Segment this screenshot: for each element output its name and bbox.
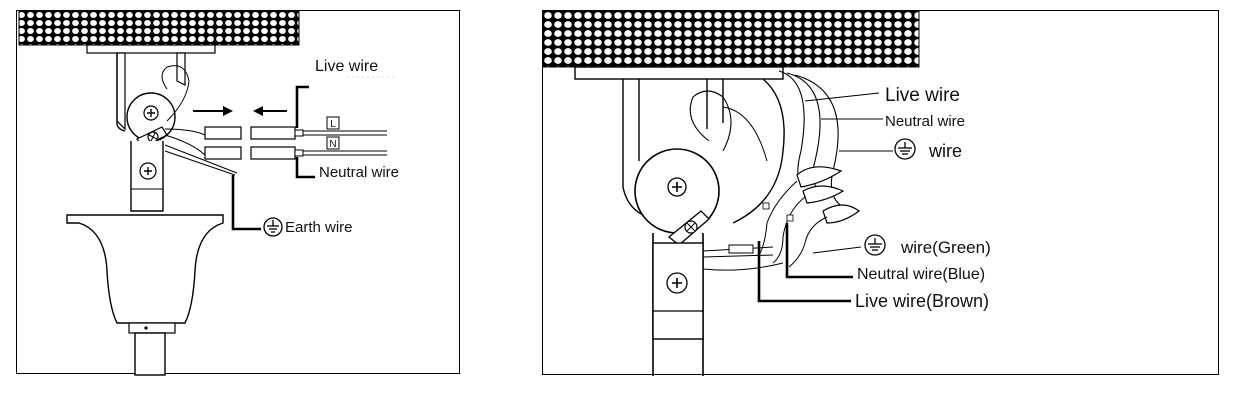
- connector-neutral-a: [204, 146, 242, 160]
- terminal-n-box: [326, 136, 340, 150]
- green-wire-label: wire(Green): [900, 238, 991, 257]
- terminal-l-box: [326, 116, 340, 130]
- ceiling-plate-right: [542, 10, 920, 68]
- wire-nut-2: [802, 185, 845, 204]
- mounting-plate-right: [574, 66, 784, 80]
- lower-connector: [728, 244, 754, 254]
- earth-wire-leader: [231, 175, 261, 231]
- ground-symbol-icon-top: [894, 138, 916, 160]
- right-neutral-wire-label: Neutral wire: [885, 113, 965, 130]
- right-earth-wire-label: wire: [928, 141, 962, 161]
- left-live-wire-label: Live wire: [315, 58, 378, 75]
- ground-symbol-icon-green: [864, 234, 886, 256]
- blue-wire-leader: [785, 223, 853, 279]
- blue-wire-label: Neutral wire(Blue): [857, 266, 985, 283]
- right-wiring-diagram: Live wire Neutral wire wire wire(Green) …: [542, 10, 991, 376]
- terminal-n-label: N: [329, 139, 336, 150]
- ceiling-plate: [18, 10, 300, 46]
- connector-neutral-b: [250, 146, 296, 160]
- green-wire-leader: [812, 246, 862, 254]
- shade-collar: [128, 322, 176, 334]
- arrow-icon-right: [193, 106, 233, 116]
- right-live-wire-label: Live wire: [885, 85, 960, 106]
- lower-stem: [134, 332, 166, 376]
- left-neutral-wire-label: Neutral wire: [319, 164, 399, 181]
- brown-wire-label: Live wire(Brown): [855, 291, 989, 311]
- left-wiring-diagram: L N Live wire Neutral wire Earth wire: [18, 10, 399, 376]
- left-wiring-panel: L N Live wire Neutral wire Earth wire: [16, 10, 460, 376]
- lamp-shade: [66, 214, 224, 324]
- connector-live-a: [204, 126, 242, 140]
- brown-wire-leader: [757, 241, 851, 303]
- wire-nut-3: [822, 204, 861, 224]
- wire-nut-1: [796, 166, 843, 188]
- mounting-bracket-right: [622, 79, 724, 216]
- arrow-icon-left: [253, 106, 287, 116]
- ground-symbol-icon: [263, 217, 283, 237]
- connector-live-b: [250, 126, 296, 140]
- right-wiring-panel: Live wire Neutral wire wire wire(Green) …: [542, 10, 1219, 376]
- live-wire-leader: [295, 85, 309, 128]
- right-live-wire-leader: [804, 92, 880, 102]
- neutral-wire-leader: [295, 157, 315, 179]
- terminal-l-label: L: [330, 119, 336, 130]
- left-earth-wire-label: Earth wire: [285, 219, 353, 236]
- mounting-plate: [86, 44, 216, 54]
